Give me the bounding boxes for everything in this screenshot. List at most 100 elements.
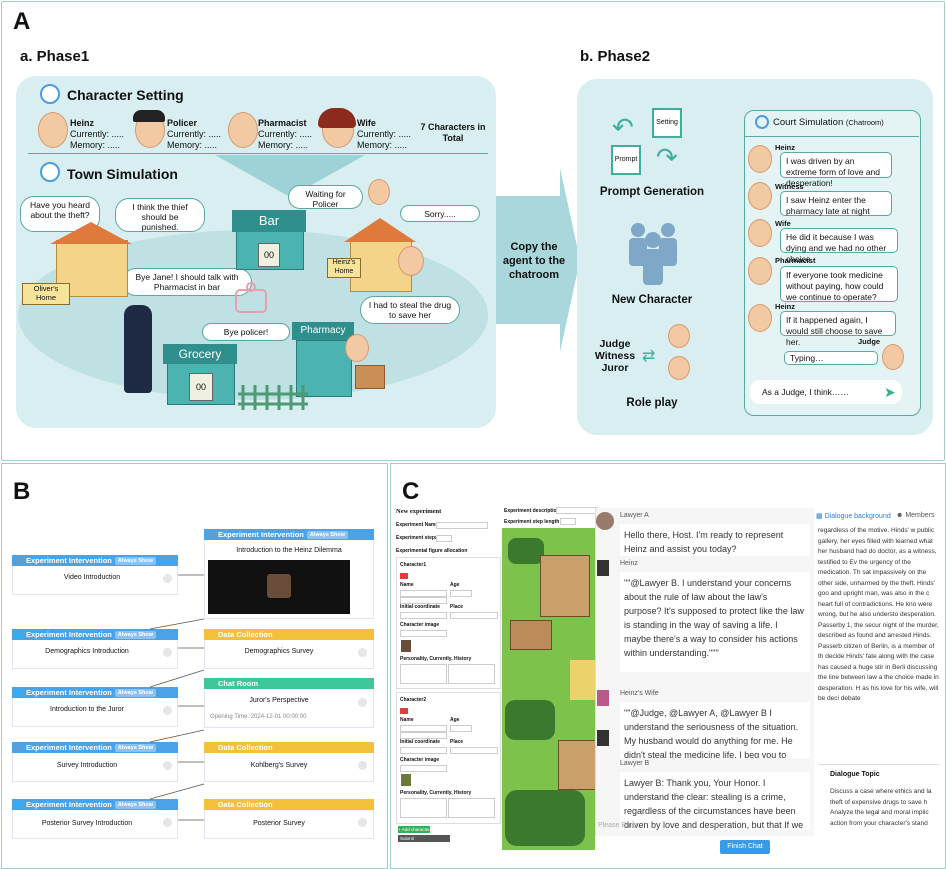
flow-card-text: Demographics Survey bbox=[244, 648, 314, 655]
box-icon bbox=[355, 365, 385, 389]
pharmacist-small-avatar bbox=[368, 179, 390, 205]
court-title: Court Simulation (Chatroom) bbox=[773, 117, 884, 128]
exp-desc-label: Experiment description bbox=[504, 508, 560, 514]
setting-box: Setting bbox=[652, 108, 682, 138]
drag-handle-icon[interactable] bbox=[163, 574, 172, 583]
members-icon: ☻ bbox=[896, 512, 904, 519]
currently-input[interactable] bbox=[448, 664, 495, 684]
color-swatch[interactable] bbox=[400, 708, 408, 714]
place-input[interactable] bbox=[450, 747, 498, 754]
msg-speaker: Wife bbox=[775, 219, 791, 228]
grocery-sign: Grocery bbox=[163, 344, 237, 364]
olivers-home-sign: Oliver's Home bbox=[22, 283, 70, 305]
heinz-chat-avatar bbox=[748, 145, 772, 173]
char-image-select[interactable] bbox=[400, 765, 447, 772]
color-swatch[interactable] bbox=[400, 573, 408, 579]
age-input[interactable] bbox=[450, 725, 472, 732]
age-input[interactable] bbox=[450, 590, 472, 597]
place-label: Place bbox=[450, 604, 464, 610]
last-name-input[interactable] bbox=[400, 597, 447, 604]
drag-handle-icon[interactable] bbox=[163, 706, 172, 715]
flow-card-text: Introduction to the Juror bbox=[50, 706, 124, 713]
char-image-label: Character image bbox=[400, 622, 440, 628]
personality-input[interactable] bbox=[400, 664, 447, 684]
char-image-select[interactable] bbox=[400, 630, 447, 637]
last-name-input[interactable] bbox=[400, 732, 447, 739]
chat-name: Lawyer B bbox=[620, 760, 650, 767]
drag-handle-icon[interactable] bbox=[358, 648, 367, 657]
msg-speaker: Heinz bbox=[775, 143, 796, 152]
drag-handle-icon[interactable] bbox=[358, 761, 367, 770]
town-simulation-title: Town Simulation bbox=[67, 166, 178, 182]
chat-input[interactable]: As a Judge, I think…… bbox=[750, 380, 902, 404]
dialogue-bg-tab[interactable]: ▦ Dialogue background bbox=[816, 513, 891, 520]
exp-name-input[interactable] bbox=[436, 522, 488, 529]
chat-input[interactable]: Please Enter... bbox=[598, 822, 644, 829]
copy-arrow-body bbox=[496, 196, 560, 324]
pharmacy-building bbox=[296, 340, 352, 397]
flow-card-text: Introduction to the Heinz Dilemma bbox=[236, 547, 342, 554]
exp-steplen-input[interactable] bbox=[560, 518, 576, 525]
place-input[interactable] bbox=[450, 612, 498, 619]
heinz-avatar bbox=[38, 112, 68, 148]
coord-input[interactable] bbox=[400, 747, 447, 754]
character1-label: Character1 bbox=[400, 562, 427, 568]
pharmacist-figure bbox=[345, 334, 369, 362]
name-label: Name bbox=[400, 582, 414, 588]
drag-handle-icon[interactable] bbox=[358, 698, 367, 707]
msg-speaker: Pharmacist bbox=[775, 256, 816, 265]
personality-label: Personality, Currently, History bbox=[400, 656, 472, 662]
video-thumbnail bbox=[267, 574, 291, 598]
first-name-input[interactable] bbox=[400, 590, 447, 597]
exp-desc-input[interactable] bbox=[556, 507, 598, 514]
first-name-input[interactable] bbox=[400, 725, 447, 732]
dialogue-topic-title: Dialogue Topic bbox=[830, 771, 880, 778]
exp-steps-input[interactable] bbox=[436, 535, 452, 542]
roles-label: Judge Witness Juror bbox=[594, 338, 636, 374]
fig-alloc-label: Experimental figure allocation bbox=[396, 548, 468, 554]
send-icon[interactable]: ➤ bbox=[884, 384, 896, 400]
drag-handle-icon[interactable] bbox=[163, 648, 172, 657]
map-trees bbox=[505, 700, 555, 740]
court-header bbox=[744, 110, 919, 137]
flow-card-head: Data Collection bbox=[204, 742, 374, 753]
map-building bbox=[510, 620, 552, 650]
phase2-title: b. Phase2 bbox=[580, 48, 651, 65]
juror-avatar bbox=[668, 356, 690, 380]
flow-card-text: Juror's Perspective bbox=[249, 697, 309, 704]
exp-steps-label: Experiment steps bbox=[396, 535, 438, 541]
chat-name: Heinz's Wife bbox=[620, 690, 659, 697]
prompt-generation-label: Prompt Generation bbox=[599, 186, 705, 198]
wife-sprite bbox=[597, 690, 609, 706]
finish-chat-button[interactable]: Finish Chat bbox=[720, 840, 770, 854]
currently-input[interactable] bbox=[448, 798, 495, 818]
flow-connectors bbox=[149, 574, 205, 821]
drag-handle-icon[interactable] bbox=[163, 818, 172, 827]
role-play-label: Role play bbox=[626, 397, 678, 409]
chat-name: Heinz bbox=[620, 560, 638, 567]
submit-button[interactable]: Submit bbox=[398, 835, 450, 842]
drag-handle-icon[interactable] bbox=[163, 761, 172, 770]
people-icon bbox=[618, 218, 688, 288]
panel-label-c: C bbox=[402, 478, 420, 505]
coord-input[interactable] bbox=[400, 612, 447, 619]
exp-name-label: Experiment Name bbox=[396, 522, 439, 528]
divider bbox=[28, 153, 488, 154]
crying-wife-avatar bbox=[398, 246, 424, 276]
heinz-chat-avatar bbox=[748, 304, 772, 332]
place-label: Place bbox=[450, 739, 464, 745]
members-tab[interactable]: ☻ Members bbox=[896, 512, 935, 519]
drag-handle-icon[interactable] bbox=[358, 818, 367, 827]
wife-chat-avatar bbox=[748, 219, 772, 247]
personality-input[interactable] bbox=[400, 798, 447, 818]
initial-coord-label: Initial coordinate bbox=[400, 739, 441, 745]
flow-card-text: Kohlberg's Survey bbox=[250, 762, 308, 769]
form-title: New experiment bbox=[396, 508, 442, 515]
flow-card-text: Video Introduction bbox=[63, 574, 121, 581]
judge-label: Judge bbox=[858, 337, 881, 346]
add-character-button[interactable]: + Add character bbox=[398, 826, 430, 833]
